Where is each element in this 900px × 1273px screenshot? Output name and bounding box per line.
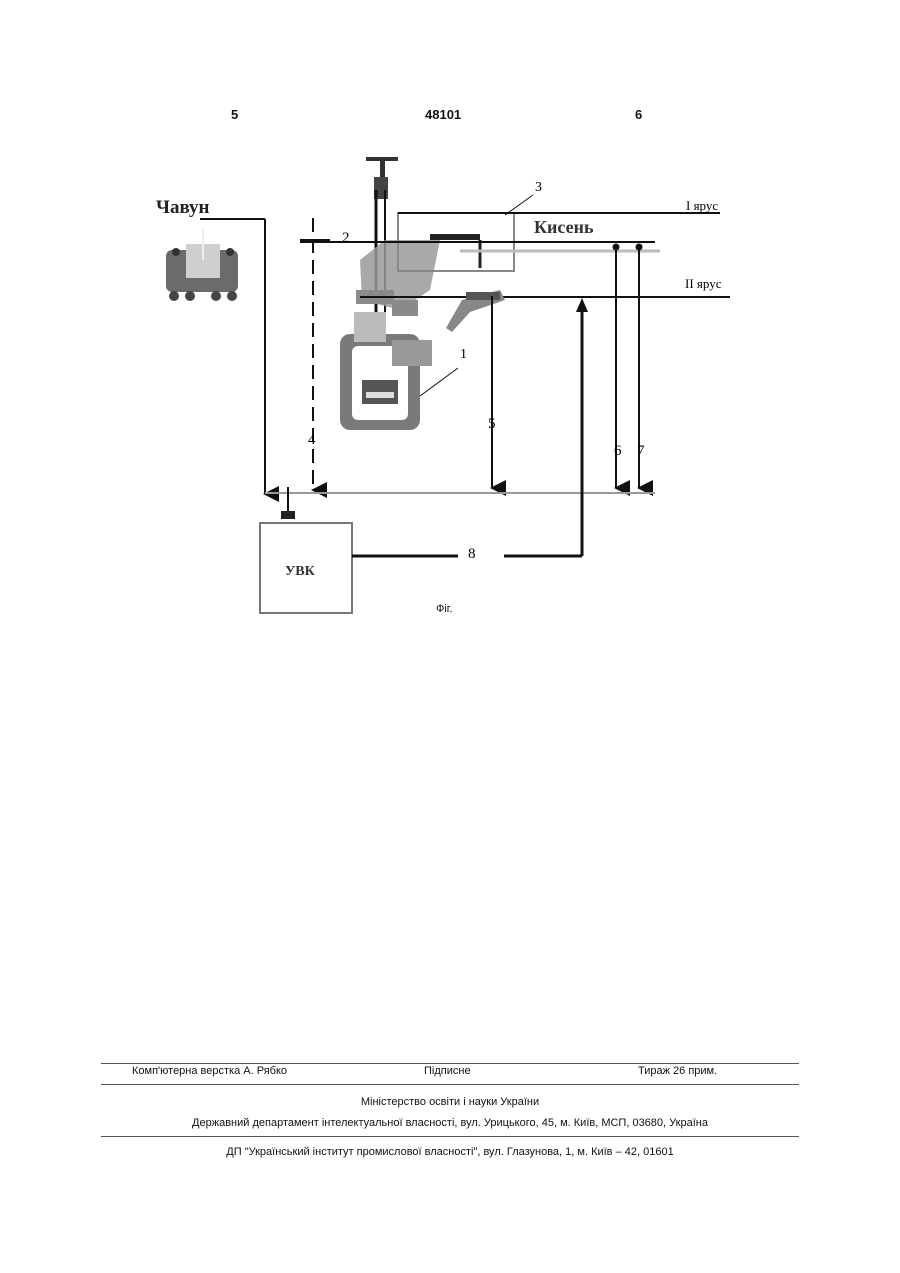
label-8: 8 [468,546,476,562]
ladle-car-icon [166,228,238,301]
label-4: 4 [308,432,316,448]
label-6: 6 [614,443,622,459]
converter-vessel [340,312,432,430]
footer-rule-middle [101,1084,799,1085]
label-tier-1: І ярус [686,198,718,213]
label-5: 5 [488,416,496,432]
label-1: 1 [460,347,467,362]
label-2: 2 [342,230,350,246]
footer-rule-top [101,1063,799,1064]
label-uvk: УВК [285,564,316,579]
label-tier-2: ІІ ярус [685,276,722,291]
footer-institute: ДП "Український інститут промислової вла… [0,1146,900,1158]
footer-department: Державний департамент інтелектуальної вл… [0,1117,900,1129]
footer-layout: Комп'ютерна верстка А. Рябко [132,1065,287,1077]
footer-signed: Підписне [424,1065,471,1077]
footer-circulation: Тираж 26 прим. [638,1065,717,1077]
footer-rule-bottom [101,1136,799,1137]
converter-diagram: Чавун 3 І ярус Кисень ІІ ярус 2 1 4 [0,0,900,640]
label-oxygen: Кисень [534,217,594,237]
label-iron: Чавун [156,197,210,218]
footer-ministry: Міністерство освіти і науки України [0,1096,900,1108]
label-7: 7 [637,443,645,459]
label-3: 3 [535,180,542,195]
figure-caption: Фіг. [436,603,453,615]
